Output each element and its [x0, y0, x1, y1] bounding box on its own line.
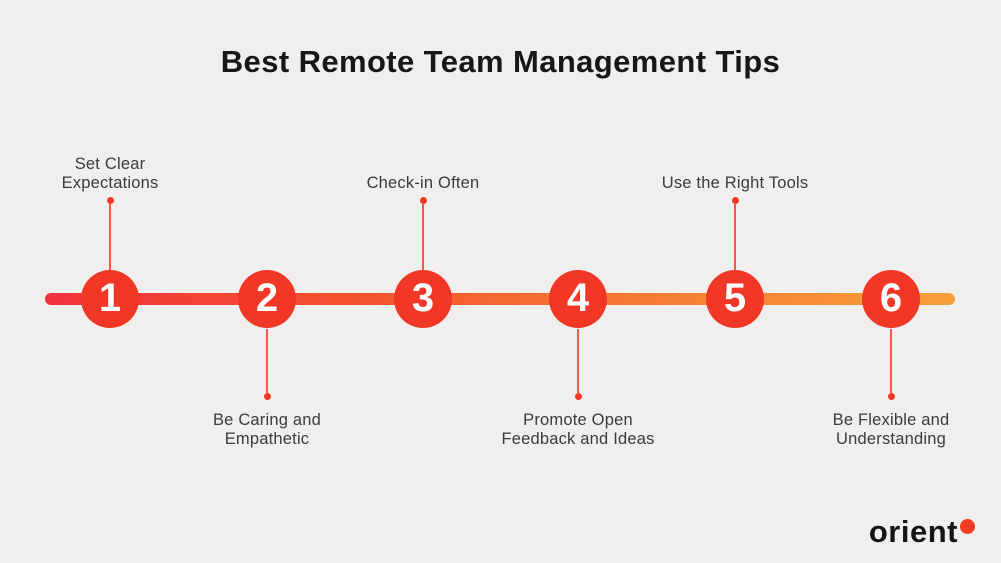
- connector-dot: [887, 393, 895, 400]
- step-label: Be Flexible and Understanding: [786, 411, 996, 449]
- step-label: Check-in Often: [318, 174, 528, 193]
- timeline-bar: [45, 293, 955, 305]
- connector-dot: [731, 197, 739, 204]
- connector-line: [422, 204, 424, 270]
- step-label-line: Promote Open: [523, 411, 633, 429]
- step-label: Be Caring and Empathetic: [162, 411, 372, 449]
- step-label-line: Be Flexible and: [832, 411, 950, 429]
- step-label-line: Use the Right Tools: [661, 174, 809, 192]
- brand-logo-text: orient: [868, 514, 958, 549]
- step-label-line: Check-in Often: [366, 174, 480, 192]
- step-circle: 2: [238, 270, 296, 328]
- connector-line: [734, 204, 736, 270]
- step-label-line: Set Clear: [74, 155, 146, 173]
- step-number: 2: [255, 276, 279, 320]
- step-circle: 5: [706, 270, 764, 328]
- step-label-line: Feedback and Ideas: [501, 430, 655, 448]
- step-label: Set Clear Expectations: [5, 155, 215, 193]
- step-number: 3: [411, 276, 435, 320]
- step-circle: 4: [549, 270, 607, 328]
- brand-logo-dot-icon: [960, 519, 975, 534]
- step-circle: 6: [862, 270, 920, 328]
- step-circle: 1: [81, 270, 139, 328]
- step-number: 1: [98, 276, 122, 320]
- connector-dot: [106, 197, 114, 204]
- step-number: 5: [723, 276, 747, 320]
- step-label-line: Be Caring and: [212, 411, 322, 429]
- connector-dot: [574, 393, 582, 400]
- step-label: Use the Right Tools: [630, 174, 840, 193]
- connector-line: [266, 329, 268, 393]
- brand-logo: orient: [868, 514, 975, 549]
- step-label: Promote Open Feedback and Ideas: [473, 411, 683, 449]
- step-label-line: Expectations: [61, 174, 159, 192]
- step-circle: 3: [394, 270, 452, 328]
- connector-line: [890, 329, 892, 393]
- page-title: Best Remote Team Management Tips: [220, 44, 781, 79]
- step-label-line: Understanding: [836, 430, 946, 448]
- connector-line: [577, 329, 579, 393]
- connector-dot: [419, 197, 427, 204]
- step-number: 6: [879, 276, 903, 320]
- step-number: 4: [566, 276, 590, 320]
- connector-dot: [263, 393, 271, 400]
- connector-line: [109, 204, 111, 270]
- step-label-line: Empathetic: [224, 430, 310, 448]
